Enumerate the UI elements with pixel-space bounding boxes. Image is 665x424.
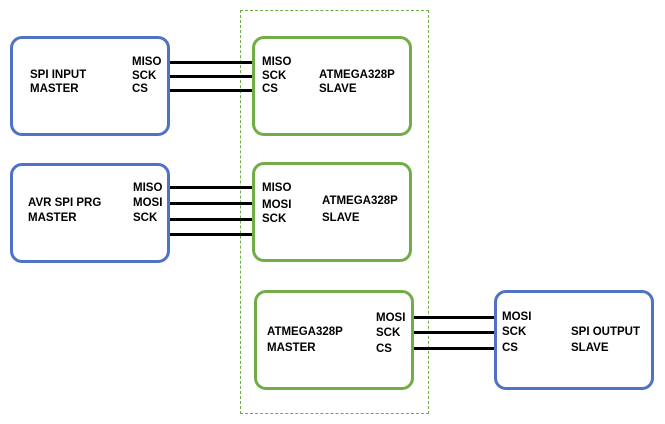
spi-output-role: SLAVE — [571, 342, 609, 354]
spi-input-pin-miso: MISO — [132, 56, 162, 68]
slave-1-pin-miso: MISO — [262, 56, 292, 68]
slave-1-role: SLAVE — [319, 83, 357, 95]
spi-input-master-title: SPI INPUT — [30, 69, 87, 81]
wire-extra-2 — [170, 233, 252, 236]
slave-2-role: SLAVE — [322, 212, 360, 224]
mcu-group-boundary — [240, 10, 429, 414]
spi-input-master-block — [10, 36, 170, 136]
wire-sck-2 — [170, 218, 252, 221]
avr-spi-prg-role: MASTER — [28, 212, 77, 224]
wire-miso-1 — [170, 61, 252, 64]
spi-output-pin-sck: SCK — [502, 326, 527, 338]
atmega-master-pin-cs: CS — [376, 343, 392, 355]
slave-2-block — [252, 162, 412, 262]
atmega-master-role: MASTER — [267, 342, 316, 354]
wire-sck-1 — [170, 75, 252, 78]
atmega-master-pin-mosi: MOSI — [376, 312, 406, 324]
slave-1-pin-cs: CS — [262, 83, 278, 95]
slave-2-pin-mosi: MOSI — [262, 199, 292, 211]
slave-2-title: ATMEGA328P — [322, 195, 398, 207]
spi-output-slave-block — [494, 290, 654, 390]
avr-spi-prg-pin-mosi: MOSI — [133, 197, 163, 209]
atmega-master-title: ATMEGA328P — [267, 326, 343, 338]
spi-input-pin-sck: SCK — [132, 70, 157, 82]
atmega-master-block — [254, 290, 414, 390]
wire-miso-2 — [170, 186, 252, 189]
avr-spi-prg-pin-miso: MISO — [133, 182, 163, 194]
slave-1-title: ATMEGA328P — [319, 69, 395, 81]
slave-2-pin-miso: MISO — [262, 182, 292, 194]
avr-spi-prg-master-block — [10, 163, 170, 263]
wire-cs-3 — [414, 347, 494, 350]
wire-mosi-2 — [170, 202, 252, 205]
slave-2-pin-sck: SCK — [262, 213, 287, 225]
wire-cs-1 — [170, 89, 252, 92]
atmega-master-pin-sck: SCK — [376, 327, 401, 339]
slave-1-pin-sck: SCK — [262, 70, 287, 82]
slave-1-block — [252, 36, 412, 136]
spi-input-master-role: MASTER — [30, 83, 79, 95]
spi-output-pin-cs: CS — [502, 342, 518, 354]
spi-input-pin-cs: CS — [132, 83, 148, 95]
spi-output-title: SPI OUTPUT — [571, 326, 641, 338]
wire-mosi-3 — [414, 316, 494, 319]
avr-spi-prg-pin-sck: SCK — [133, 212, 158, 224]
spi-output-pin-mosi: MOSI — [502, 311, 532, 323]
avr-spi-prg-title: AVR SPI PRG — [28, 197, 102, 209]
wire-sck-3 — [414, 331, 494, 334]
